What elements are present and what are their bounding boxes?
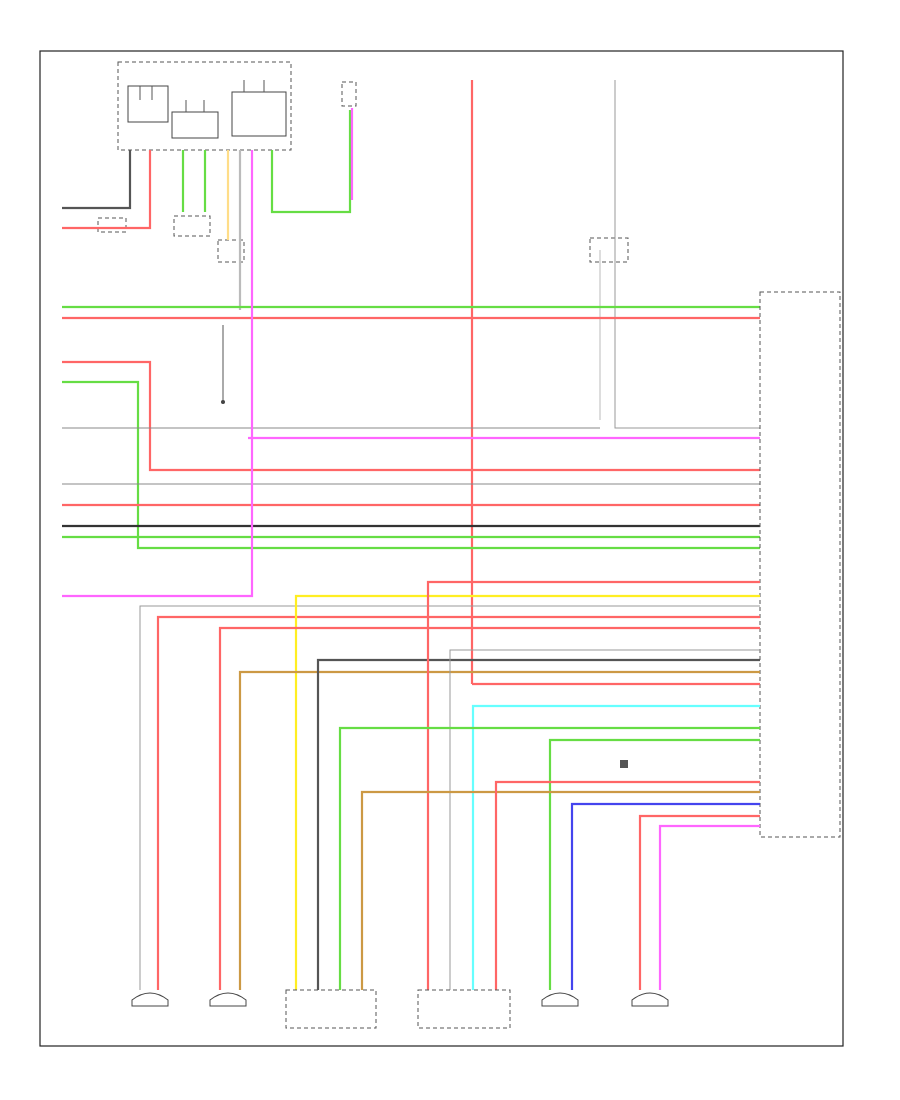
speaker-3 [285,989,377,1029]
diagram-frame [39,50,844,1047]
wire-red-s6a [638,814,760,990]
wire-gray-mr1 [614,80,760,429]
bus-wires [62,150,760,598]
wire-yellow-s3 [294,594,760,990]
top-left-module [117,61,292,151]
wire-pink-s6b [658,824,760,990]
wire-green-s5a [548,738,760,990]
ground-symbols [97,81,629,768]
speaker-wires [139,580,760,990]
speaker-4 [417,989,511,1029]
right-module [759,291,841,838]
top-risers [62,80,760,684]
wire-dark-s3b [316,658,760,990]
wire-red-s4d [494,780,760,990]
wire-orange-s2b [238,670,760,990]
wire-red-s1a [156,615,760,990]
wire-gray-s1b [139,605,760,990]
speaker-2 [209,992,247,1007]
speaker-1 [131,992,169,1007]
wire-gray-s4b [449,649,760,990]
wire-pink-bus11 [62,150,254,598]
wire-dark-ul [62,150,132,210]
wire-green-u5 [270,110,352,214]
wire-green-bus4 [62,380,760,550]
wire-red-ul [62,150,152,230]
wire-red-bus3 [62,360,760,472]
wire-orange-s3d [360,790,760,990]
wire-green-s3c [338,726,760,990]
wire-blue-s5b [570,802,760,990]
wire-red-s2a [218,626,760,990]
wire-red-s4a [426,580,760,990]
speaker-6 [631,992,669,1007]
wire-cyan-s4c [471,704,760,990]
speaker-5 [541,992,579,1007]
